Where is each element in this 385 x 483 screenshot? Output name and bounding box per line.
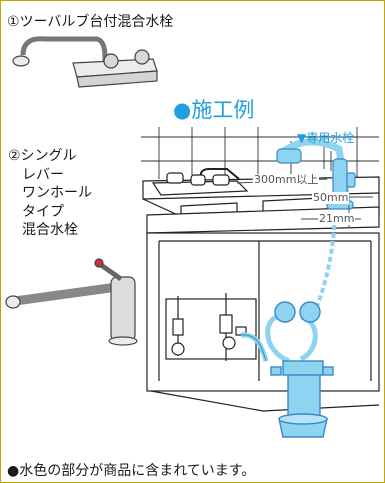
dimension-300mm: 300mm以上: [253, 173, 320, 186]
dedicated-faucet-label: ▼専用水栓: [297, 131, 355, 145]
heading-line: レバー: [8, 166, 64, 183]
counter-faucet: [151, 168, 249, 196]
supply-valves: [171, 293, 247, 361]
heading-two-valve: ①ツーバルブ台付混合水栓: [7, 14, 174, 30]
cabinet: [146, 232, 380, 412]
heading-line: タイプ: [8, 203, 64, 220]
product-parts: [240, 216, 337, 438]
dimension-21mm: 21mm: [318, 212, 356, 225]
heading-line: ②シングル: [8, 148, 77, 164]
heading-line: ワンホール: [8, 185, 92, 202]
two-handle-faucet: [12, 36, 158, 88]
footnote: ●水色の部分が商品に含まれています。: [7, 463, 256, 479]
single-lever-faucet: [5, 258, 138, 346]
heading-line: 混合水栓: [8, 222, 78, 239]
section-title: ●施工例: [173, 98, 255, 122]
heading-single-lever: ②シングル レバー ワンホール タイプ 混合水栓: [8, 147, 92, 240]
dimension-50mm: 50mm: [312, 191, 350, 204]
